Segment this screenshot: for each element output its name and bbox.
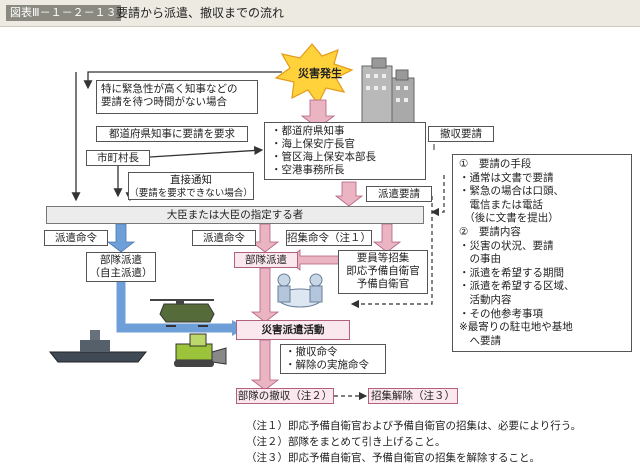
disaster-label: 災害発生 (298, 67, 342, 80)
bulldozer-illustration (174, 333, 227, 367)
urgent-direct-note: 特に緊急性が高く知事などの 要請を待つ時間がない場合 (96, 80, 258, 114)
unit-withdrawal-box: 部隊の撤収（注２） (236, 388, 334, 404)
minister-box: 大臣または大臣の指定する者 (46, 206, 424, 224)
ship-illustration (48, 330, 148, 363)
direct-notice-box: 直接通知 （要請を要求できない場合） (128, 172, 254, 200)
dispatch-order-mid-label: 派遣命令 (192, 230, 256, 246)
figure-title: 要請から派遣、撤収までの流れ (116, 6, 285, 20)
procedure-heading-content: ② 要請内容 (459, 225, 521, 238)
procedure-item: ・災害の状況、要請 (459, 239, 554, 252)
procedure-item: ・通常は文書で要請 (459, 171, 554, 184)
procedure-heading-means: ① 要請の手段 (459, 158, 532, 170)
withdrawal-request-label: 撤収要請 (428, 126, 494, 142)
helicopter-illustration (150, 299, 215, 327)
requester-governor: ・都道府県知事 (271, 125, 345, 137)
procedure-item: の事由 (459, 253, 501, 266)
municipality-box: 市町村長 (86, 150, 150, 166)
figure-number: 図表Ⅲ－１－２－１３ (6, 5, 121, 21)
procedure-item: ・その他参考事項 (459, 307, 543, 320)
urgent-line-2: 要請を待つ時間がない場合 (101, 96, 227, 108)
requester-airport: ・空港事務所長 (271, 164, 345, 176)
requester-coast-guard: ・海上保安庁長官 (271, 138, 355, 150)
autonomous-to-activity-arrow (116, 282, 232, 333)
rescue-workers-illustration (277, 273, 323, 308)
procedure-item: ・派遣を希望する区域、 (459, 280, 575, 293)
reserve-line-3: 予備自衛官 (356, 278, 410, 290)
requester-regional-coast-guard: ・管区海上保安本部長 (271, 151, 376, 163)
autonomous-dispatch-arrow (106, 223, 136, 253)
direct-notice-title: 直接通知 (170, 174, 212, 186)
dispatch-request-label: 派遣要請 (366, 186, 432, 202)
procedure-item: 活動内容 (459, 293, 512, 306)
footnotes: （注１）即応予備自衛官および予備自衛官の招集は、必要により行う。 （注２）部隊を… (246, 418, 636, 468)
reserve-recall-box: 要員等招集 即応予備自衛官 予備自衛官 (338, 250, 428, 294)
urgent-path-arrow (83, 71, 282, 90)
recall-release-box: 招集解除（注３） (368, 388, 458, 404)
request-procedure-panel: ① 要請の手段 ・通常は文書で要請 ・緊急の場合は口頭、 電信または電話 （後に… (452, 154, 632, 352)
request-governor-label: 都道府県知事に要請を要求 (96, 126, 248, 142)
direct-notice-sub: （要請を要求できない場合） (129, 188, 253, 199)
release-order-line: ・解除の実施命令 (285, 359, 369, 371)
withdrawal-orders-box: ・撤収命令 ・解除の実施命令 (280, 344, 386, 374)
municipality-to-requesters-arrow (149, 145, 264, 158)
autonomous-dispatch-box: 部隊派遣 （自主派遣） (86, 252, 156, 282)
requesters-box: ・都道府県知事 ・海上保安庁長官 ・管区海上保安本部長 ・空港事務所長 (264, 122, 426, 180)
procedure-footnote: へ要請 (459, 334, 501, 347)
recall-order-arrow (372, 223, 402, 253)
footnote-1: （注１）即応予備自衛官および予備自衛官の招集は、必要により行う。 (246, 420, 582, 432)
procedure-item: 電信または電話 (459, 198, 543, 211)
footnote-2: （注２）部隊をまとめて引き上げること。 (246, 436, 446, 448)
requesters-to-minister-arrow (334, 181, 364, 207)
dispatch-order-left-label: 派遣命令 (44, 230, 108, 246)
activity-to-withdrawal-arrow (250, 339, 280, 391)
autonomous-line-2: （自主派遣） (89, 267, 153, 279)
autonomous-line-1: 部隊派遣 (100, 254, 142, 266)
footnote-3: （注３）即応予備自衛官、予備自衛官の招集を解除すること。 (246, 452, 540, 464)
procedure-item: ・派遣を希望する期間 (459, 266, 564, 279)
procedure-item: ・緊急の場合は口頭、 (459, 185, 564, 198)
dispatch-order-arrow (250, 223, 280, 253)
reserve-line-2: 即応予備自衛官 (346, 265, 420, 277)
disaster-activity-box: 災害派遣活動 (236, 320, 350, 340)
withdrawal-dashed-return (350, 196, 433, 309)
withdrawal-order-line: ・撤収命令 (285, 346, 338, 358)
unit-to-activity-arrow (250, 267, 280, 323)
reserve-line-1: 要員等招集 (356, 252, 410, 264)
figure-header: 図表Ⅲ－１－２－１３ 要請から派遣、撤収までの流れ (0, 0, 640, 27)
unit-dispatch-box: 部隊派遣 (234, 252, 298, 268)
dispatch-request-dashed-arrow (430, 175, 445, 217)
urgent-line-1: 特に緊急性が高く知事などの (101, 83, 238, 95)
recall-order-label: 招集命令（注１） (286, 230, 372, 246)
procedure-item: （後に文書を提出） (459, 212, 559, 225)
procedure-footnote: ※最寄りの駐屯地や基地 (459, 321, 573, 334)
